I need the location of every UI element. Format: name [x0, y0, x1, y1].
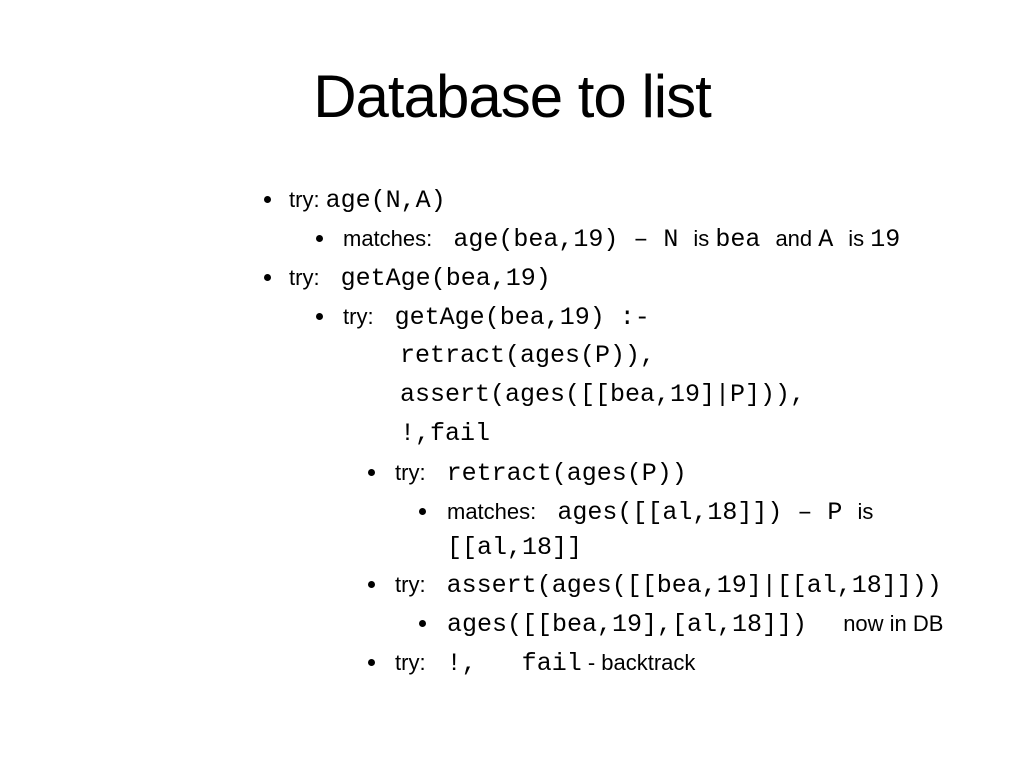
text-segment-mono: 19 — [870, 225, 901, 254]
list-line: assert(ages([[bea,19]|P])), — [0, 375, 1024, 414]
text-segment-sans: matches: — [447, 499, 543, 524]
list-line: [[al,18]] — [0, 531, 1024, 565]
text-segment-mono: ages([[al,18]]) – P — [542, 498, 858, 527]
text-segment-mono: age(bea,19) – N — [438, 225, 694, 254]
text-segment-mono: !,fail — [400, 419, 491, 448]
text-segment-sans: try: — [395, 650, 432, 675]
text-segment-mono: assert(ages([[bea,19]|[[al,18]])) — [431, 571, 942, 600]
text-segment-mono: [[al,18]] — [447, 533, 583, 562]
text-segment-sans: try: — [395, 572, 432, 597]
text-segment-sans: is — [848, 226, 871, 251]
list-line: try: !, fail - backtrack — [0, 643, 1024, 682]
text-segment-mono: ages([[bea,19],[al,18]]) — [447, 610, 838, 639]
bullet-icon — [368, 581, 375, 588]
list-line: matches: age(bea,19) – N is bea and A is… — [0, 219, 1024, 258]
text-segment-mono: age(N,A) — [325, 186, 446, 215]
text-segment-sans: is — [693, 226, 716, 251]
text-segment-sans: is — [857, 499, 874, 524]
bullet-icon — [419, 508, 426, 515]
list-line: retract(ages(P)), — [0, 336, 1024, 375]
text-segment-mono: bea — [715, 225, 776, 254]
text-segment-sans: try: — [395, 460, 432, 485]
text-segment-sans: matches: — [343, 226, 439, 251]
list-line: matches: ages([[al,18]]) – P is — [0, 492, 1024, 531]
text-segment-sans: try: — [343, 304, 380, 329]
bullet-list: try: age(N,A)matches: age(bea,19) – N is… — [0, 180, 1024, 682]
list-line: ages([[bea,19],[al,18]]) now in DB — [0, 604, 1024, 643]
text-segment-sans: try: — [289, 187, 326, 212]
text-segment-mono: getAge(bea,19) — [325, 264, 551, 293]
bullet-icon — [419, 620, 426, 627]
text-segment-sans: try: — [289, 265, 326, 290]
text-segment-mono: !, fail — [431, 649, 582, 678]
bullet-icon — [264, 196, 271, 203]
list-line: try: getAge(bea,19) — [0, 258, 1024, 297]
text-segment-sans: - backtrack — [581, 650, 696, 675]
bullet-icon — [264, 274, 271, 281]
bullet-icon — [316, 235, 323, 242]
list-line: try: assert(ages([[bea,19]|[[al,18]])) — [0, 565, 1024, 604]
list-line: try: getAge(bea,19) :- — [0, 297, 1024, 336]
bullet-icon — [316, 313, 323, 320]
bullet-icon — [368, 659, 375, 666]
text-segment-mono: assert(ages([[bea,19]|P])), — [400, 380, 806, 409]
text-segment-mono: A — [818, 225, 849, 254]
text-segment-mono: retract(ages(P)) — [431, 459, 687, 488]
list-line: try: age(N,A) — [0, 180, 1024, 219]
text-segment-mono: getAge(bea,19) :- — [379, 303, 650, 332]
bullet-icon — [368, 469, 375, 476]
slide-title: Database to list — [313, 63, 712, 130]
list-line: !,fail — [0, 414, 1024, 453]
list-line: try: retract(ages(P)) — [0, 453, 1024, 492]
text-segment-mono: retract(ages(P)), — [400, 341, 656, 370]
text-segment-sans: now in DB — [837, 611, 944, 636]
text-segment-sans: and — [775, 226, 819, 251]
